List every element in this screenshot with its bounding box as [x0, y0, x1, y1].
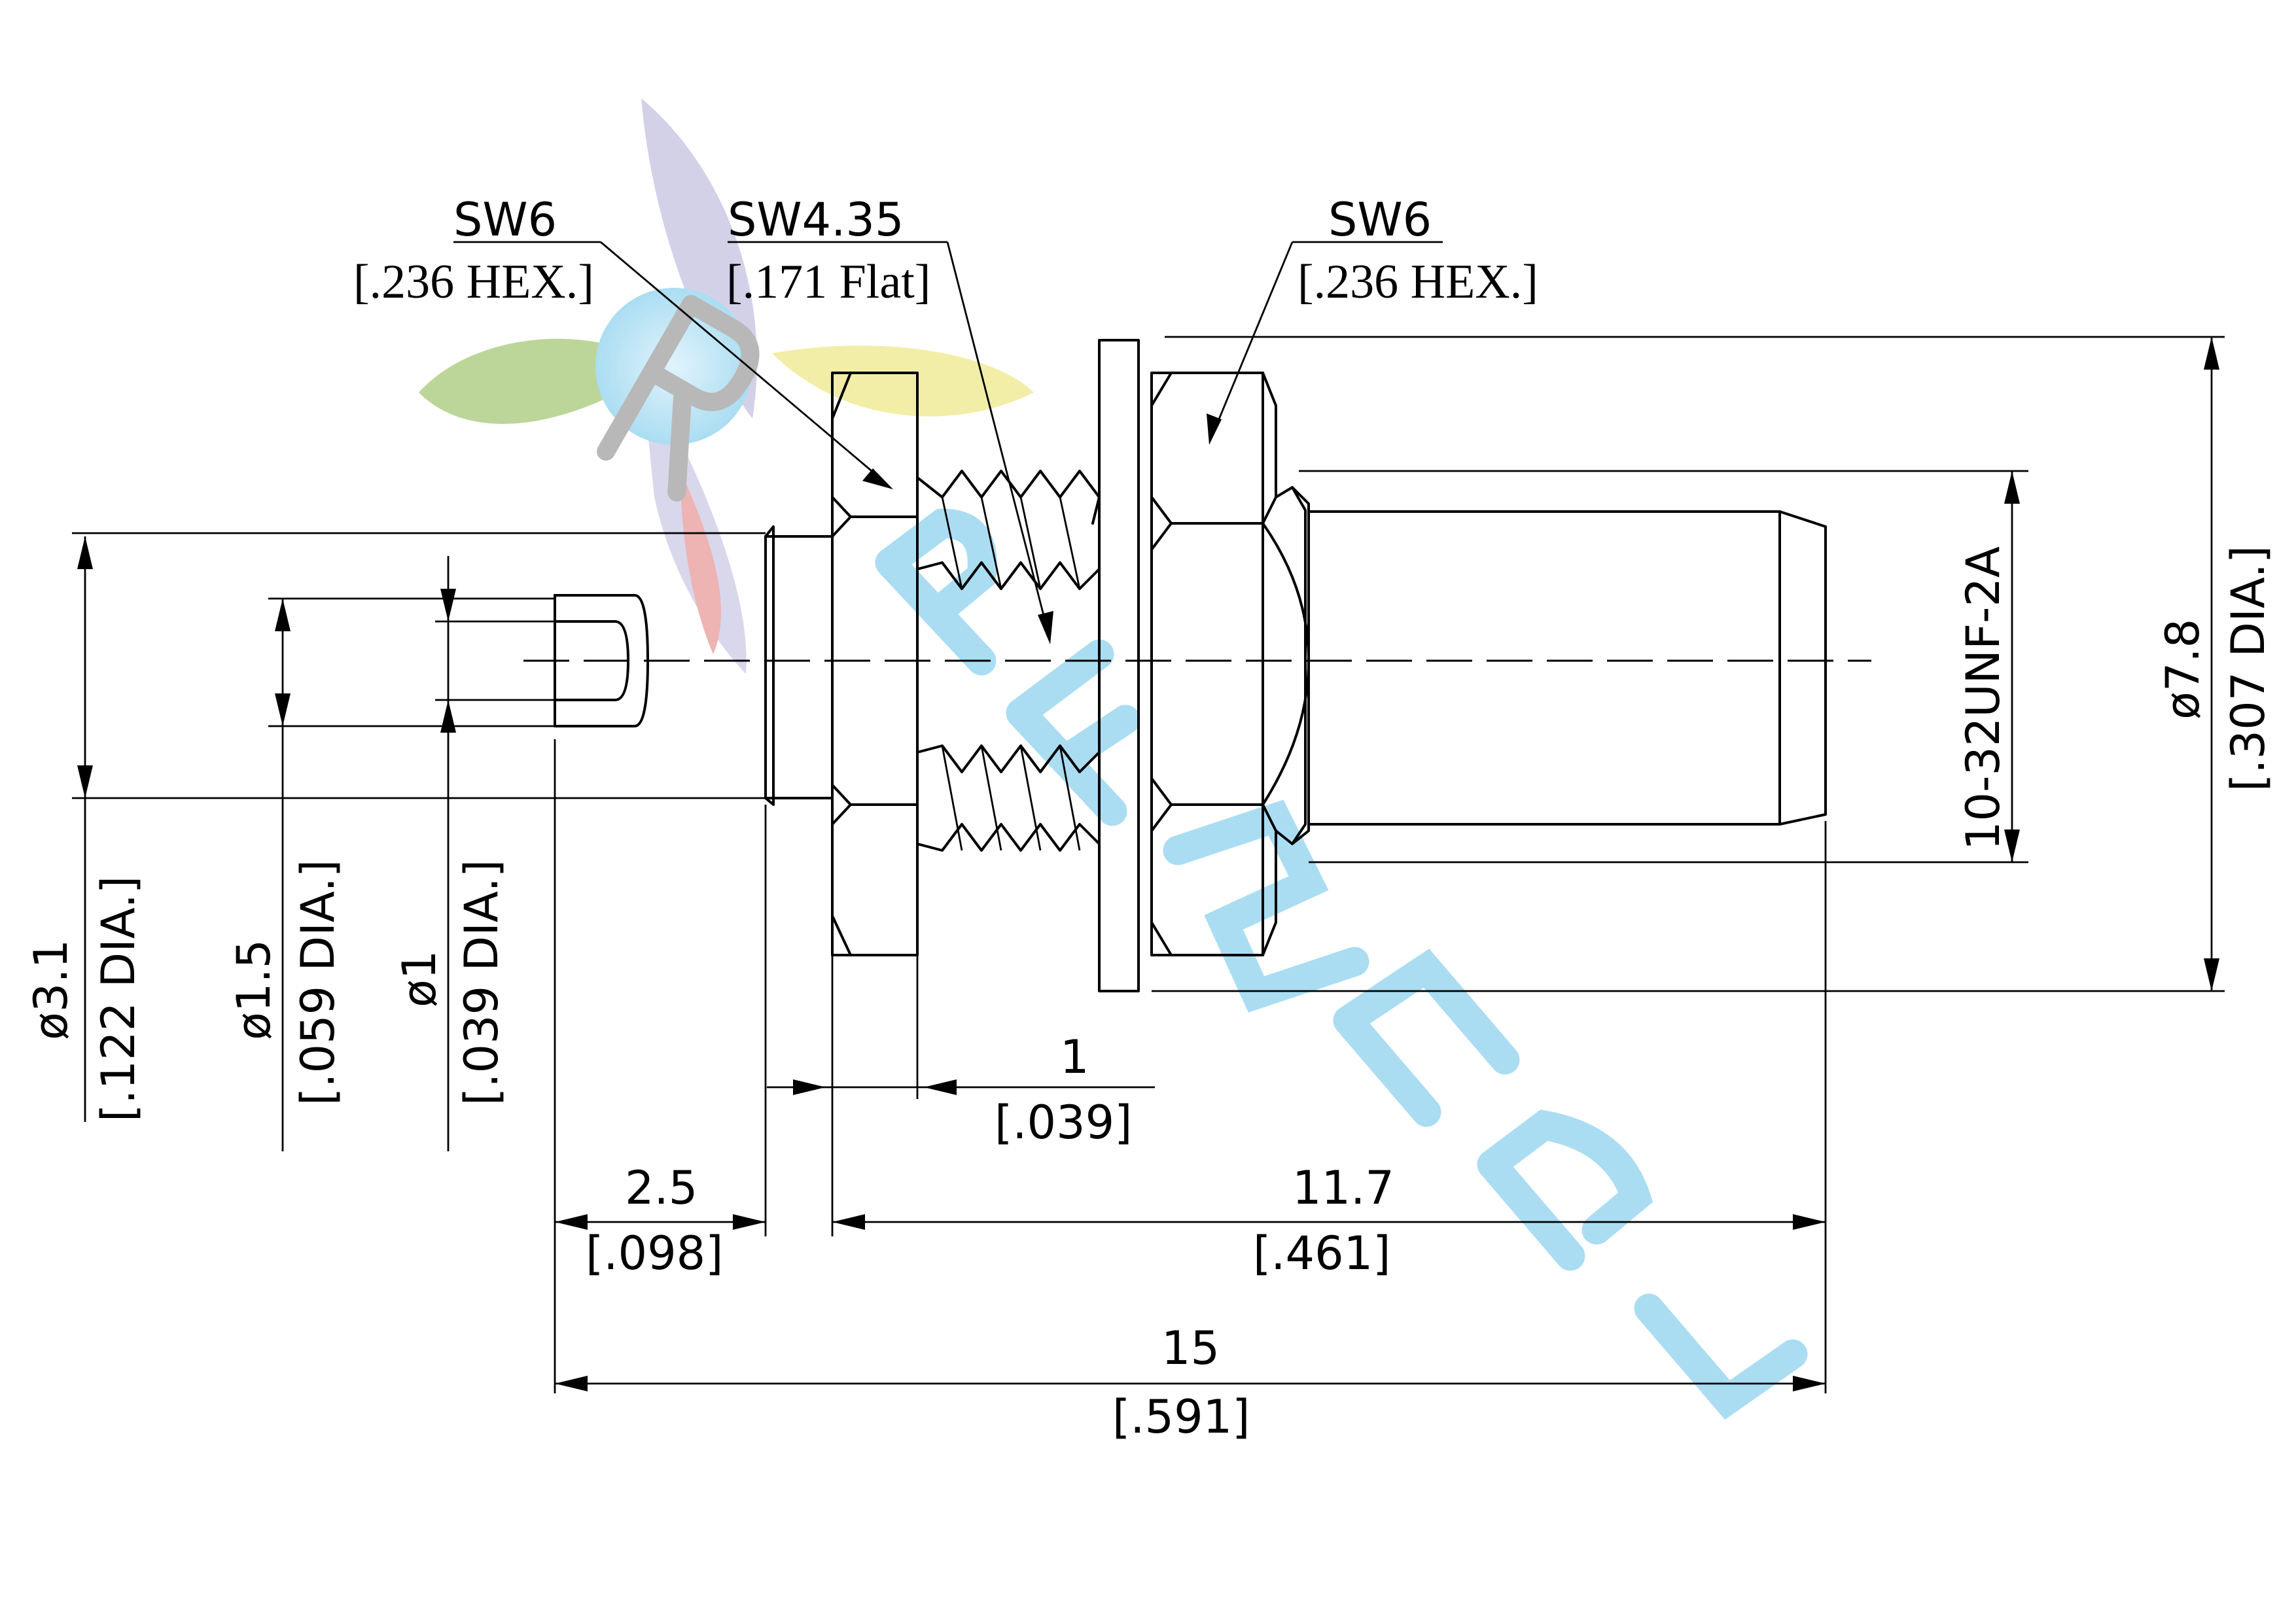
- label-dia31-inch: [.122 DIA.]: [92, 876, 145, 1122]
- label-dim-1-inch: [.039]: [995, 1096, 1132, 1149]
- label-dim-15-inch: [.591]: [1112, 1390, 1250, 1444]
- label-sw6-right-inch: [.236 HEX.]: [1298, 255, 1538, 309]
- label-dia15-inch: [.059 DIA.]: [291, 860, 345, 1106]
- label-dia1-inch: [.039 DIA.]: [455, 860, 508, 1106]
- watermark-letter-r: [597, 294, 760, 502]
- label-thread: 10-32UNF-2A: [1956, 546, 2010, 850]
- watermark-brand-text: [875, 508, 1808, 1420]
- label-sw435: SW4.35: [728, 193, 904, 247]
- label-dia78: ø7.8: [2156, 619, 2210, 720]
- label-sw6-left-inch: [.236 HEX.]: [353, 255, 594, 309]
- label-sw6-right: SW6: [1328, 193, 1432, 247]
- label-sw6-left: SW6: [453, 193, 557, 247]
- label-dia31: ø3.1: [24, 939, 78, 1040]
- label-dim-25-inch: [.098]: [586, 1227, 723, 1280]
- labels: SW6 [.236 HEX.] SW4.35 [.171 Flat] SW6 […: [24, 193, 2275, 1444]
- label-dia1: ø1: [393, 951, 446, 1007]
- label-dia78-inch: [.307 DIA.]: [2221, 546, 2275, 792]
- dimension-lines: [72, 241, 2225, 1393]
- label-dia15: ø1.5: [227, 939, 281, 1040]
- label-dim-15: 15: [1161, 1321, 1220, 1375]
- label-dim-1: 1: [1060, 1030, 1089, 1084]
- label-dim-117-inch: [.461]: [1253, 1227, 1390, 1280]
- label-sw435-inch: [.171 Flat]: [726, 255, 930, 309]
- label-dim-25: 2.5: [625, 1161, 698, 1215]
- watermark-logo: [419, 98, 1808, 1420]
- label-dim-117: 11.7: [1292, 1161, 1394, 1215]
